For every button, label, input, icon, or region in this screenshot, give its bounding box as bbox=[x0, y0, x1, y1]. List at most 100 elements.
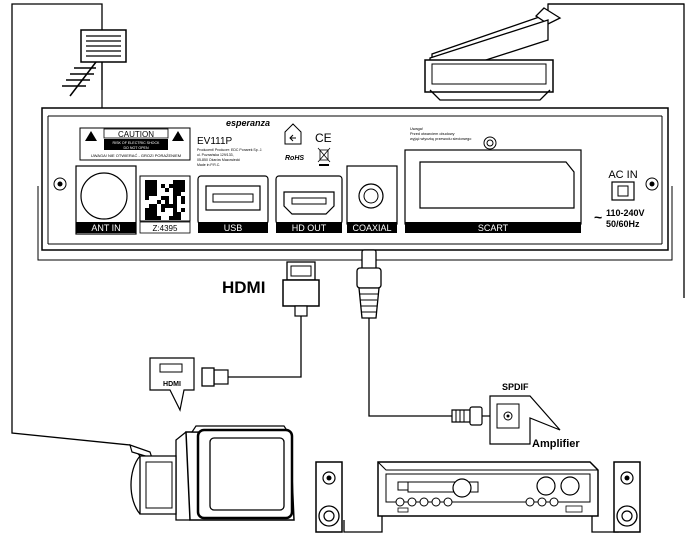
qr-cell bbox=[173, 180, 177, 184]
qr-cell bbox=[153, 188, 157, 192]
qr-cell bbox=[145, 212, 149, 216]
weee-bin-icon bbox=[317, 147, 331, 166]
coaxial-label: COAXIAL bbox=[352, 223, 391, 233]
amplifier-icon bbox=[377, 461, 599, 517]
qr-cell bbox=[161, 208, 165, 212]
hdmi-cable bbox=[228, 316, 302, 378]
house-symbol-icon bbox=[284, 123, 302, 145]
qr-cell bbox=[145, 192, 149, 196]
qr-cell bbox=[173, 208, 177, 212]
hdmi-cable-label: HDMI bbox=[222, 278, 265, 297]
qr-cell bbox=[149, 180, 153, 184]
qr-cell bbox=[153, 216, 157, 220]
coaxial-cable bbox=[368, 318, 452, 417]
tv-hdmi-callout: HDMI bbox=[149, 357, 195, 412]
speaker-wire-left bbox=[343, 516, 383, 533]
left-speaker-icon bbox=[315, 461, 343, 533]
qr-cell bbox=[177, 188, 181, 192]
spdif-label: SPDIF bbox=[502, 382, 529, 392]
producer-line-3: 05-850 Ożarów Mazowiecki bbox=[197, 158, 240, 162]
power-spec-1: 110-240V bbox=[606, 208, 645, 218]
scart-plug-icon bbox=[424, 7, 562, 101]
qr-cell bbox=[161, 196, 165, 200]
model-name: EV111P bbox=[197, 136, 233, 147]
service-note-3: wyjąć wtyczkę przewodu sieciowego bbox=[410, 137, 471, 141]
qr-cell bbox=[157, 216, 161, 220]
producer-line-2: ul. Poznańska 129/133, bbox=[197, 153, 234, 157]
qr-cell bbox=[173, 200, 177, 204]
caution-line2: DO NOT OPEN bbox=[123, 146, 148, 150]
qr-cell bbox=[161, 204, 165, 208]
qr-cell bbox=[149, 212, 153, 216]
caution-line1: RISK OF ELECTRIC SHOCK bbox=[113, 141, 161, 145]
qr-cell bbox=[165, 204, 169, 208]
right-speaker-icon bbox=[613, 461, 641, 533]
qr-cell bbox=[177, 192, 181, 196]
power-spec-2: 50/60Hz bbox=[606, 219, 640, 229]
service-note-1: Uwaga! bbox=[410, 127, 423, 131]
qr-code: Z:4395 bbox=[139, 175, 191, 234]
qr-cell bbox=[181, 196, 185, 200]
qr-cell bbox=[145, 184, 149, 188]
qr-cell bbox=[153, 180, 157, 184]
hdmi-plug-icon bbox=[282, 261, 320, 317]
tv-icon bbox=[175, 425, 295, 521]
qr-cell bbox=[153, 184, 157, 188]
qr-cell bbox=[169, 204, 173, 208]
producer-line-4: Made in P.R.C. bbox=[197, 163, 220, 167]
scart-port: SCART bbox=[404, 149, 582, 233]
qr-cell bbox=[157, 200, 161, 204]
qr-cell bbox=[149, 216, 153, 220]
qr-cell bbox=[165, 196, 169, 200]
ce-mark: CE bbox=[315, 131, 332, 145]
qr-cell bbox=[153, 208, 157, 212]
tv-hdmi-label: HDMI bbox=[163, 381, 181, 388]
scart-label: SCART bbox=[478, 223, 509, 233]
ac-tilde: ~ bbox=[594, 209, 602, 225]
qr-cell bbox=[177, 212, 181, 216]
ant-in-port: ANT IN bbox=[75, 165, 137, 235]
rohs-mark: RoHS bbox=[285, 155, 304, 162]
qr-cell bbox=[169, 216, 173, 220]
qr-cell bbox=[173, 204, 177, 208]
qr-cell bbox=[177, 184, 181, 188]
qr-cell bbox=[181, 184, 185, 188]
usb-port: USB bbox=[197, 175, 269, 233]
rca-plug-icon bbox=[356, 249, 382, 319]
ground-screw-icon bbox=[483, 136, 497, 150]
qr-cell bbox=[153, 192, 157, 196]
ac-in-label: AC IN bbox=[608, 169, 637, 181]
qr-code-label: Z:4395 bbox=[153, 224, 178, 233]
qr-cell bbox=[169, 184, 173, 188]
caution-title: CAUTION bbox=[118, 130, 154, 139]
producer-line-1: Producent/ Producer: EDC Ponarek Sp. J. bbox=[197, 148, 262, 152]
antenna-icon bbox=[62, 29, 127, 168]
ant-in-label: ANT IN bbox=[91, 223, 120, 233]
hd-out-label: HD OUT bbox=[292, 223, 327, 233]
caution-label: CAUTION RISK OF ELECTRIC SHOCK DO NOT OP… bbox=[79, 127, 191, 161]
qr-cell bbox=[149, 204, 153, 208]
qr-cell bbox=[173, 216, 177, 220]
qr-cell bbox=[173, 184, 177, 188]
qr-cell bbox=[149, 192, 153, 196]
qr-cell bbox=[153, 212, 157, 216]
qr-cell bbox=[145, 208, 149, 212]
qr-cell bbox=[145, 216, 149, 220]
spdif-callout bbox=[489, 395, 561, 445]
qr-cell bbox=[173, 192, 177, 196]
qr-cell bbox=[145, 196, 149, 200]
qr-cell bbox=[149, 188, 153, 192]
qr-cell bbox=[149, 208, 153, 212]
qr-cell bbox=[177, 180, 181, 184]
qr-cell bbox=[173, 188, 177, 192]
hd-out-port: HD OUT bbox=[275, 175, 343, 233]
hdmi-plug-tv-end-icon bbox=[201, 367, 229, 387]
coaxial-port: COAXIAL bbox=[346, 165, 398, 233]
ac-in-socket bbox=[611, 181, 635, 201]
qr-cell bbox=[173, 212, 177, 216]
warning-text: UWAGA! NIE OTWIERAĆ - GROZI PORAŻENIEM bbox=[91, 153, 181, 158]
qr-cell bbox=[149, 184, 153, 188]
rca-plug-amp-end-icon bbox=[451, 406, 490, 426]
qr-cell bbox=[173, 196, 177, 200]
